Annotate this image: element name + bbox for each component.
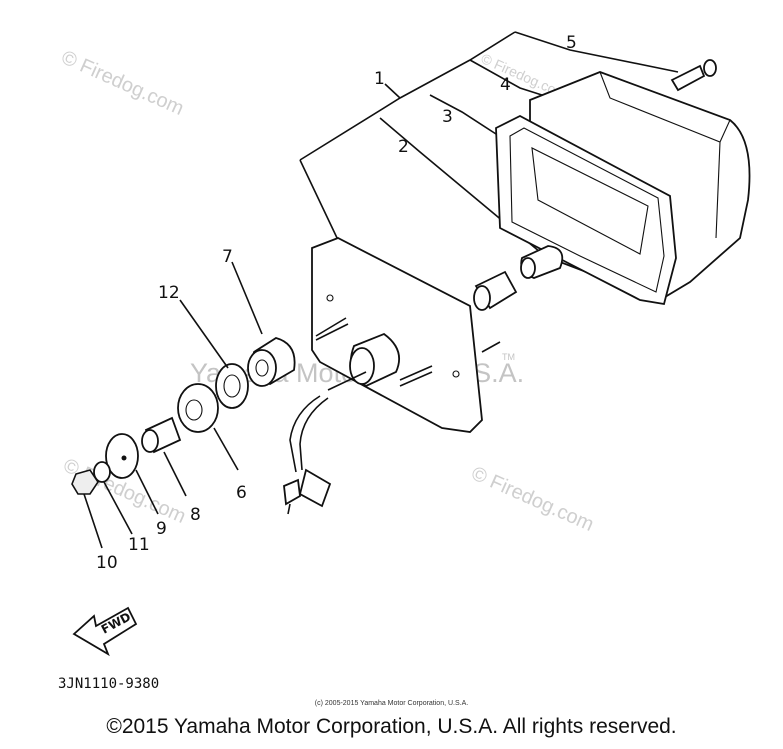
callout-5: 5 [566, 33, 577, 53]
diagram-part-number: 3JN1110-9380 [58, 676, 159, 692]
callout-4: 4 [500, 75, 511, 95]
grommet [247, 337, 296, 387]
collar [141, 416, 182, 454]
bulb [520, 245, 564, 279]
callout-2: 2 [398, 137, 409, 157]
copyright-footer: ©2015 Yamaha Motor Corporation, U.S.A. A… [106, 715, 677, 738]
nut [71, 469, 99, 495]
callout-12: 12 [158, 283, 180, 303]
watermark-tm: TM [502, 352, 515, 362]
callout-1: 1 [374, 69, 385, 89]
callout-7: 7 [222, 247, 233, 267]
callout-8: 8 [190, 505, 201, 525]
exploded-parts-diagram: © Firedog.com © Firedog.com © Firedog.co… [58, 31, 751, 692]
lock-washer [93, 461, 111, 483]
washer-6 [177, 383, 219, 433]
washer-12 [215, 363, 249, 409]
watermark-bottom-right: © Firedog.com [468, 462, 597, 536]
leader-lines-lower [83, 261, 263, 549]
callout-10: 10 [96, 553, 118, 573]
lens-frame [495, 114, 677, 306]
small-copyright-line: (c) 2005-2015 Yamaha Motor Corporation, … [314, 700, 469, 707]
plate-washer [105, 433, 139, 479]
bulb-socket [473, 270, 518, 311]
wiring-harness [283, 371, 367, 515]
watermark-top-left: © Firedog.com [58, 46, 187, 120]
callout-9: 9 [156, 519, 167, 539]
callout-3: 3 [442, 107, 453, 127]
base-plate [311, 237, 501, 433]
callout-11: 11 [128, 535, 150, 555]
forward-arrow-icon: FWD [72, 606, 138, 657]
screw [670, 59, 717, 92]
callout-6: 6 [236, 483, 247, 503]
